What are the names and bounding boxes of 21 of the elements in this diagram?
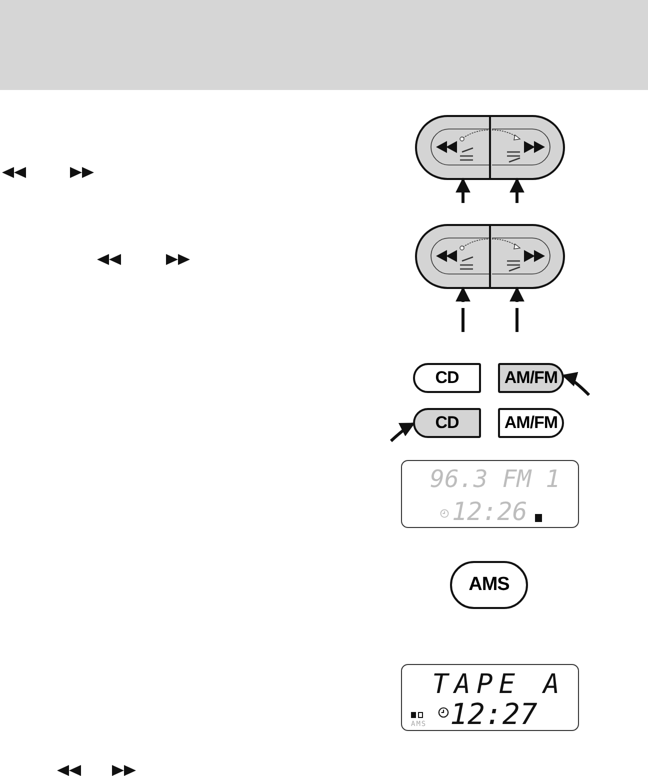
rewind-button	[415, 224, 490, 289]
arrow	[456, 178, 470, 203]
arrow	[510, 286, 524, 332]
lcd-display	[401, 460, 579, 528]
arrow	[562, 372, 590, 396]
display-time: 12:27	[450, 700, 538, 729]
arrow	[390, 422, 416, 442]
display-time: 12:26	[452, 499, 528, 524]
lcd-display	[401, 664, 579, 731]
arrow	[456, 286, 470, 332]
fast-forward-button	[490, 115, 565, 180]
button: CD	[413, 363, 481, 393]
button: AM/FM	[498, 408, 564, 438]
arrow	[510, 178, 524, 203]
rewind-button	[415, 115, 490, 180]
display-text: 96.3 FM 1	[430, 467, 560, 491]
button: AMS	[450, 561, 528, 609]
button: CD	[413, 408, 481, 438]
fast-forward-button	[490, 224, 565, 289]
display-text: TAPE A	[432, 671, 566, 698]
button: AM/FM	[498, 363, 564, 393]
